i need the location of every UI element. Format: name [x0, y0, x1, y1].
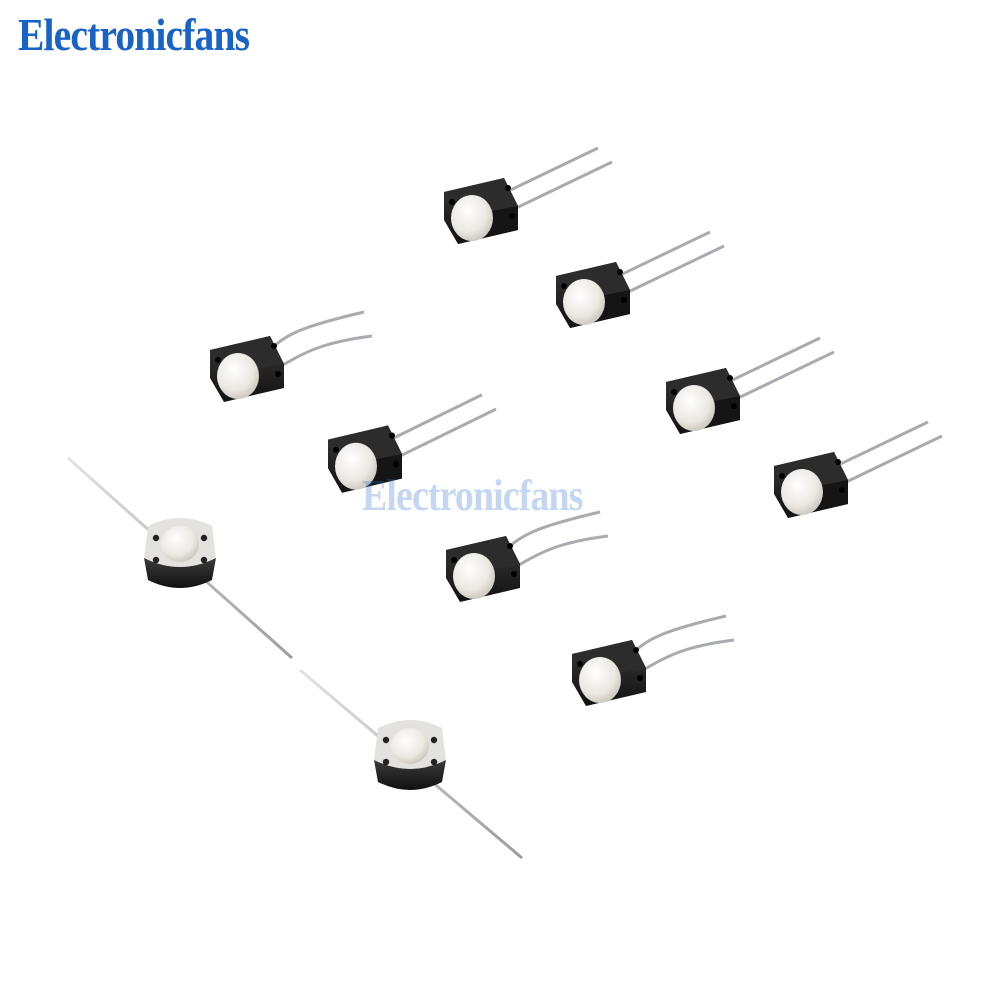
switch-flat-1 — [144, 518, 216, 588]
switch-bent-1 — [208, 310, 374, 404]
watermark-text: Electronicfans — [362, 471, 583, 520]
switch-standing-1 — [442, 146, 614, 246]
switch-flat-2 — [374, 720, 446, 790]
switch-bent-3 — [570, 614, 736, 708]
switch-bent-2 — [444, 510, 610, 604]
switch-standing-4 — [772, 420, 944, 520]
brand-logo: Electronicfans — [18, 9, 250, 60]
switch-standing-3 — [664, 336, 836, 436]
switch-standing-2 — [554, 230, 726, 330]
